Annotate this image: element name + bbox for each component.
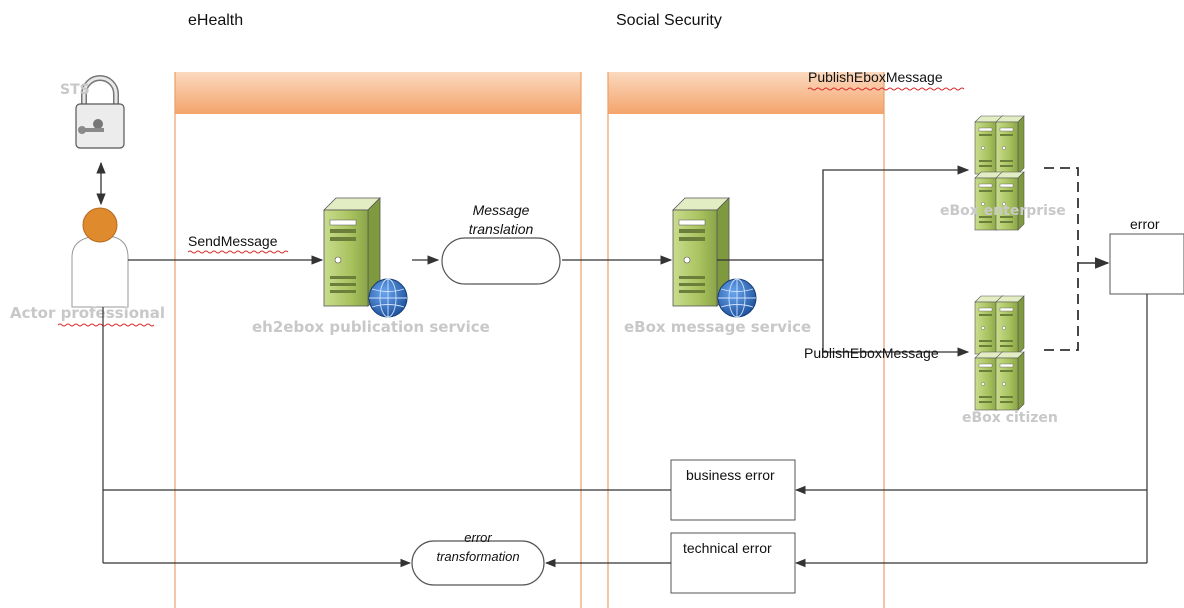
sts-label: STS [60,82,90,98]
error-transformation-node [411,540,545,586]
message-translation-node [441,237,561,285]
lane-ehealth [174,72,582,608]
actor-label: Actor professional [10,304,165,322]
publish-enterprise-arrow [717,165,970,261]
error-box-label: error [1130,216,1160,232]
spellcheck-underline [57,323,155,327]
lane-social-security [607,72,885,608]
person-icon [71,207,129,308]
error-dashed-connector [1044,167,1079,351]
publish-citizen-arrow [822,260,970,357]
globe-icon [368,278,408,318]
eh2ebox-service-label: eh2ebox publication service [252,318,490,336]
ebox-citizen-label: eBox citizen [962,410,1058,426]
technical-error-label: technical error [683,540,772,556]
ebox-enterprise-label: eBox enterprise [940,203,1066,219]
publish-top-label: PublishEboxMessage [808,69,943,85]
error-transformation-label-1: error [464,530,492,545]
publish-bottom-label: PublishEboxMessage [804,345,939,361]
spellcheck-underline [187,250,289,254]
message-translation-label-2: translation [469,221,534,237]
lock-icon [75,75,125,149]
server-icon [323,197,408,318]
technical-error-box [670,532,796,594]
message-translation-label-1: Message [473,202,530,218]
spellcheck-underline [807,87,965,91]
header-ehealth: eHealth [188,12,243,29]
error-transformation-label-2: transformation [436,549,519,564]
ebox-message-service-label: eBox message service [624,318,811,336]
server-cluster-icon [974,295,1025,411]
business-error-box [670,459,796,521]
header-social-security: Social Security [616,12,722,29]
error-box [1109,233,1184,295]
globe-icon [717,278,757,318]
business-error-label: business error [686,467,775,483]
server-icon [672,197,757,318]
send-message-label: SendMessage [188,233,278,249]
